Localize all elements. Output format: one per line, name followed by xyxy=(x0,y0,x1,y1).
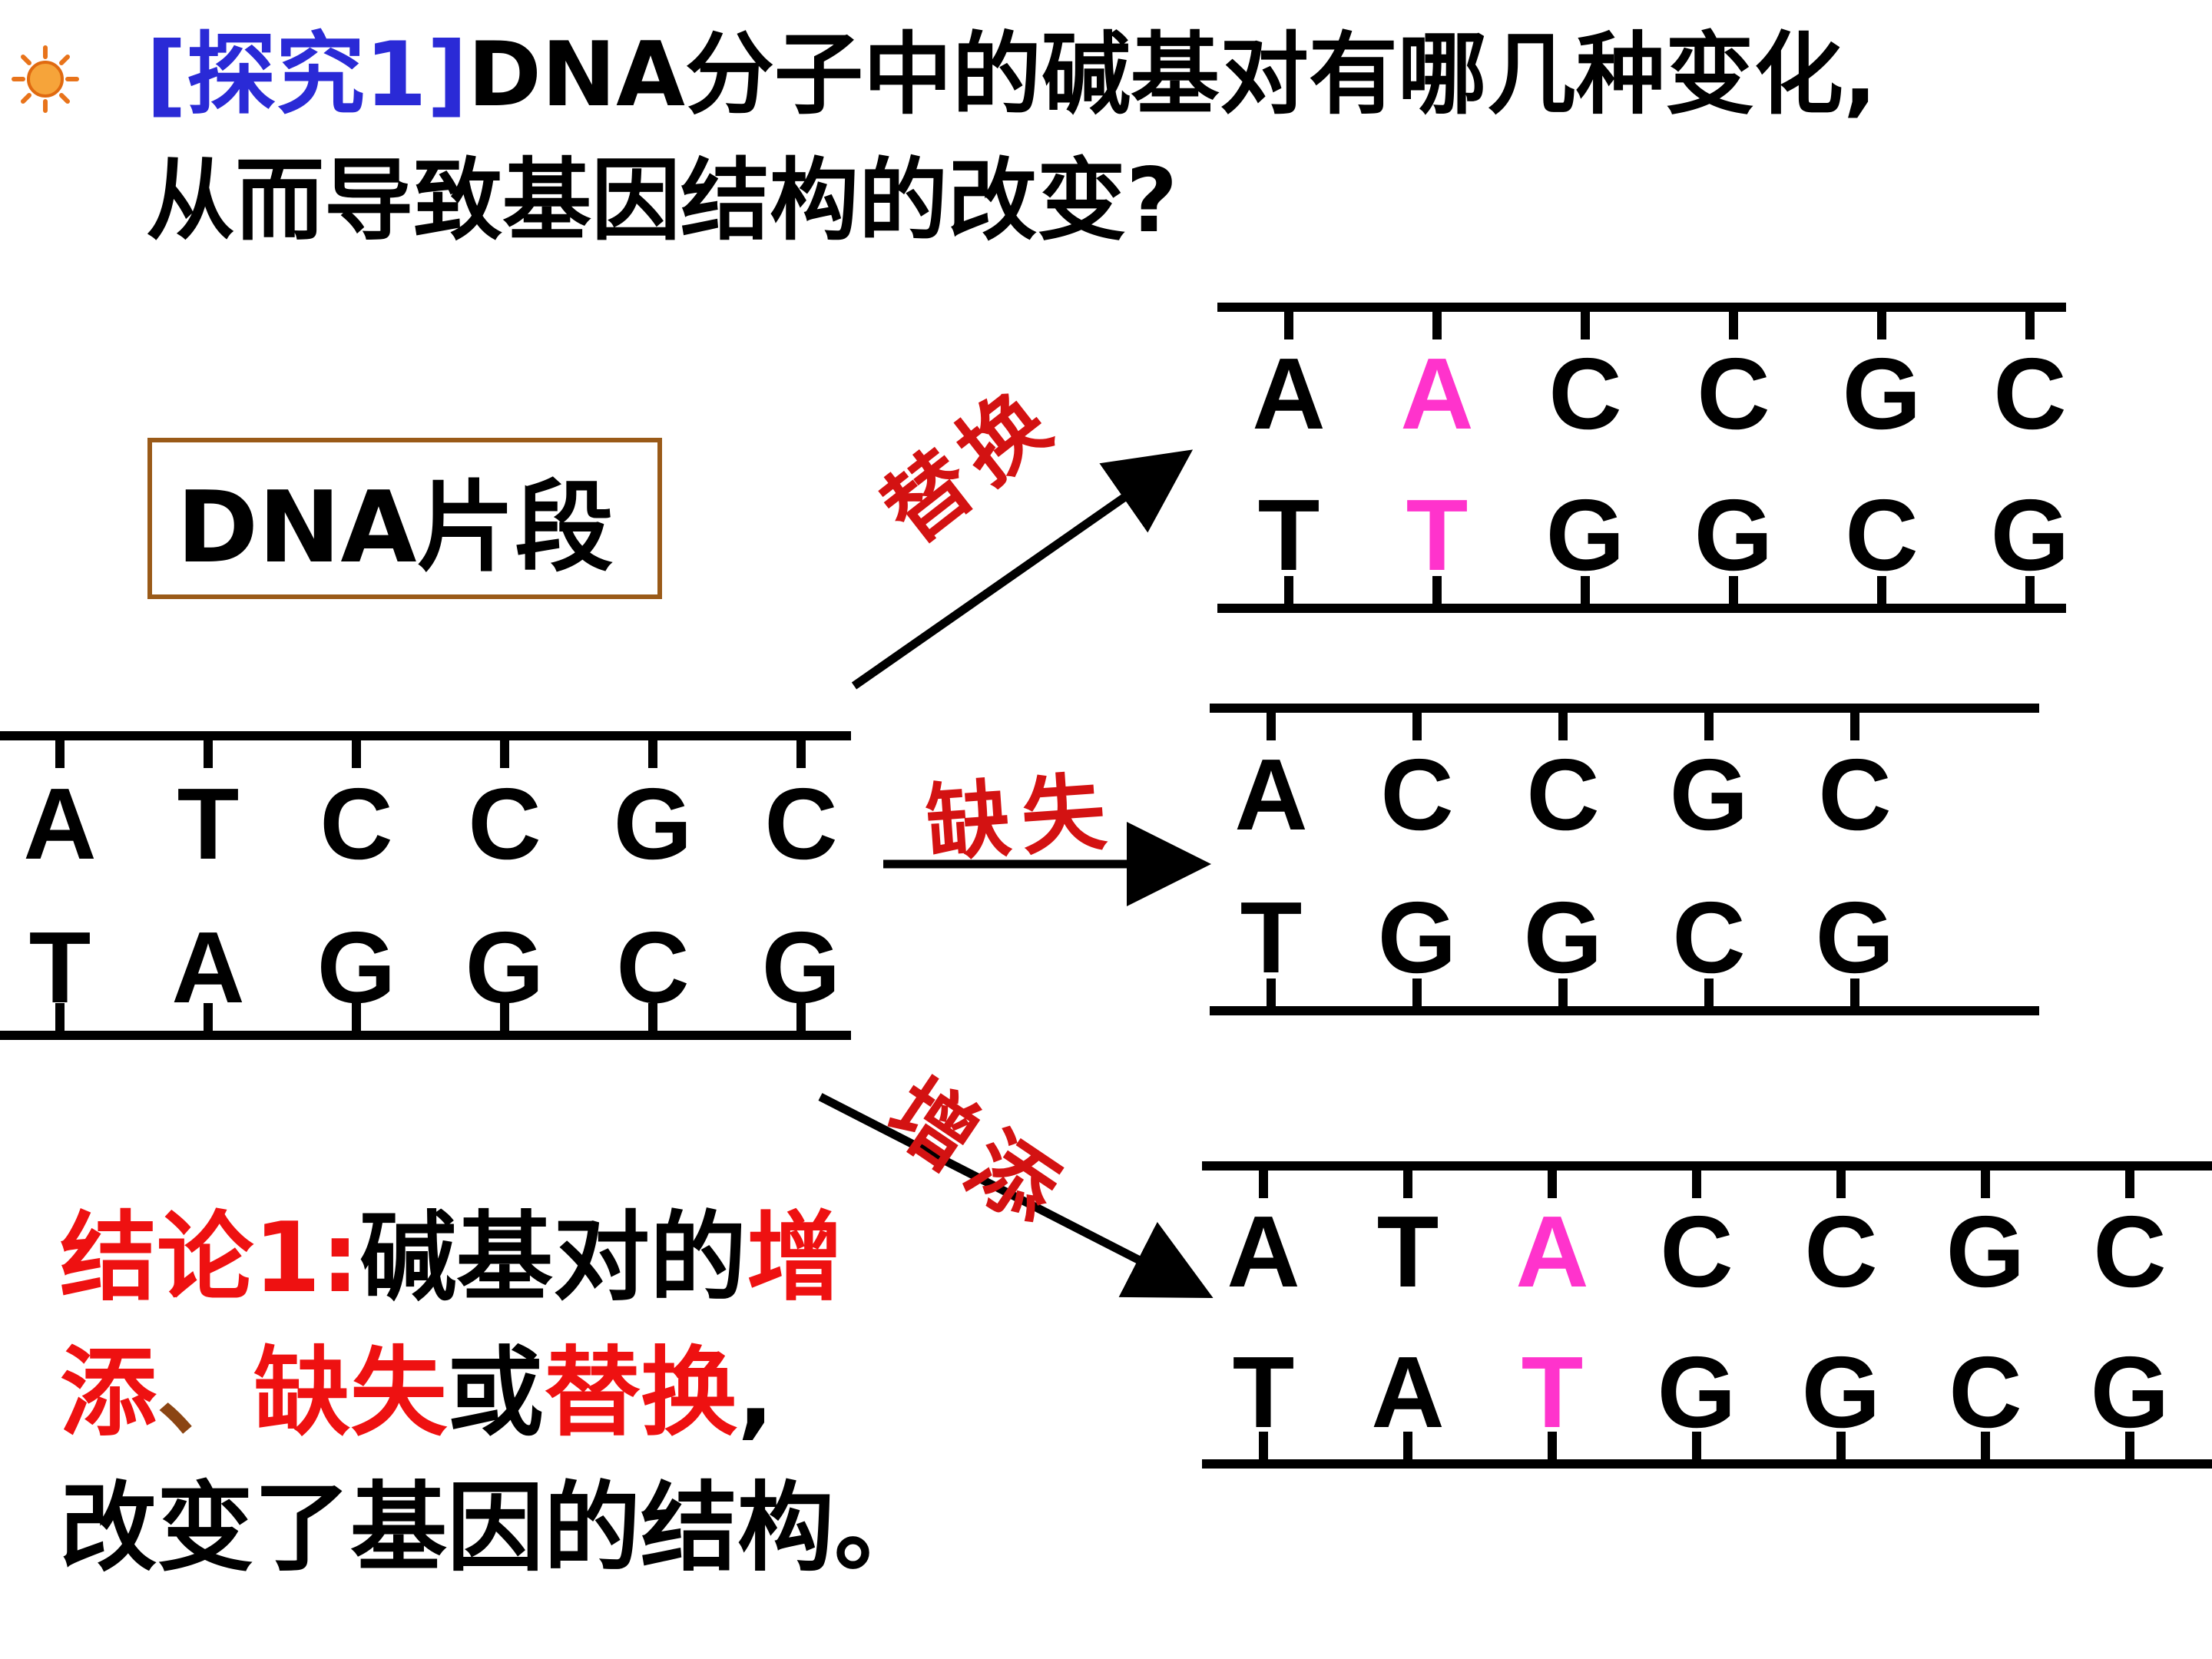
conclusion-period: 。 xyxy=(834,1472,931,1584)
substitution-bottom-base: G xyxy=(1694,478,1773,591)
substitution-bottom-base: T xyxy=(1406,478,1469,591)
addition-bottom-base: T xyxy=(1233,1336,1295,1449)
addition-top-base: A xyxy=(1515,1195,1588,1308)
substitution-top-base: A xyxy=(1252,337,1325,450)
original-top-base: G xyxy=(614,767,693,880)
addition-bottom-base: G xyxy=(1802,1336,1881,1449)
sun-bullet-icon xyxy=(12,45,79,113)
original-bottom-base: C xyxy=(616,911,689,1024)
dna-fragment-label: DNA片段 xyxy=(177,470,614,585)
conclusion-or: 或 xyxy=(447,1336,544,1449)
addition-bottom-base: G xyxy=(1657,1336,1737,1449)
addition-top-base: C xyxy=(1660,1195,1733,1308)
deletion-bottom-base: T xyxy=(1240,881,1303,994)
deletion-top-base: G xyxy=(1670,738,1749,851)
original-top-base: C xyxy=(320,767,392,880)
conclusion-comma: , xyxy=(737,1336,774,1449)
deletion-top-base: C xyxy=(1380,738,1453,851)
deletion-top-base: C xyxy=(1526,738,1599,851)
substitution-top-base: C xyxy=(1993,337,2066,450)
addition-bottom-base: C xyxy=(1949,1336,2022,1449)
original-top-base: A xyxy=(23,767,96,880)
addition-top-base: T xyxy=(1377,1195,1439,1308)
deletion-bottom-base: G xyxy=(1524,881,1603,994)
original-bottom-base: G xyxy=(317,911,396,1024)
conclusion-word-add-2: 添 xyxy=(60,1336,157,1449)
substitution-top-base: A xyxy=(1400,337,1473,450)
deletion-top-base: A xyxy=(1234,738,1307,851)
addition-bottom-base: A xyxy=(1371,1336,1444,1449)
substitution-bottom-base: G xyxy=(1991,478,2070,591)
deletion-label: 缺失 xyxy=(922,761,1120,874)
substitution-bottom-base: T xyxy=(1258,478,1320,591)
substitution-bottom-base: C xyxy=(1845,478,1918,591)
question-title-line1: [探究1]DNA分子中的碱基对有哪几种变化, xyxy=(146,22,1877,129)
substitution-bottom-base: G xyxy=(1546,478,1625,591)
original-bottom-base: T xyxy=(29,911,91,1024)
original-bottom-base: A xyxy=(171,911,244,1024)
question-tag: [探究1] xyxy=(146,23,468,127)
conclusion-word-deletion: 缺失 xyxy=(253,1336,447,1449)
deletion-bottom-base: C xyxy=(1672,881,1745,994)
substitution-top-base: G xyxy=(1843,337,1922,450)
original-top-base: C xyxy=(468,767,541,880)
addition-bottom-base: G xyxy=(2091,1336,2170,1449)
conclusion-separator: 、 xyxy=(157,1336,253,1449)
original-bottom-base: G xyxy=(465,911,545,1024)
substitution-top-base: C xyxy=(1697,337,1770,450)
substitution-arrow xyxy=(851,449,1194,690)
deletion-top-base: C xyxy=(1818,738,1891,851)
original-top-base: T xyxy=(177,767,240,880)
conclusion-prefix: 结论1: xyxy=(60,1201,360,1314)
substitution-top-base: C xyxy=(1548,337,1621,450)
addition-top-base: C xyxy=(2093,1195,2166,1308)
conclusion-text: 结论1:碱基对的增 添、缺失或替换, 改变了基因的结构。 xyxy=(60,1190,931,1596)
question-title-line2: 从而导致基因结构的改变? xyxy=(146,149,1178,253)
addition-top-base: A xyxy=(1227,1195,1300,1308)
original-bottom-base: G xyxy=(762,911,841,1024)
addition-arrow xyxy=(818,1093,1214,1299)
conclusion-line-3: 改变了基因的结构 xyxy=(60,1472,834,1584)
addition-top-base: C xyxy=(1804,1195,1877,1308)
conclusion-text-1: 碱基对的 xyxy=(359,1201,747,1314)
deletion-bottom-base: G xyxy=(1816,881,1895,994)
dna-fragment-label-box: DNA片段 xyxy=(147,438,662,599)
conclusion-word-add-1: 增 xyxy=(747,1201,844,1314)
deletion-bottom-base: G xyxy=(1378,881,1457,994)
original-top-base: C xyxy=(764,767,837,880)
conclusion-word-substitution: 替换 xyxy=(544,1336,737,1449)
question-text-1: DNA分子中的碱基对有哪几种变化, xyxy=(467,23,1877,127)
addition-bottom-base: T xyxy=(1522,1336,1584,1449)
addition-top-base: G xyxy=(1946,1195,2025,1308)
